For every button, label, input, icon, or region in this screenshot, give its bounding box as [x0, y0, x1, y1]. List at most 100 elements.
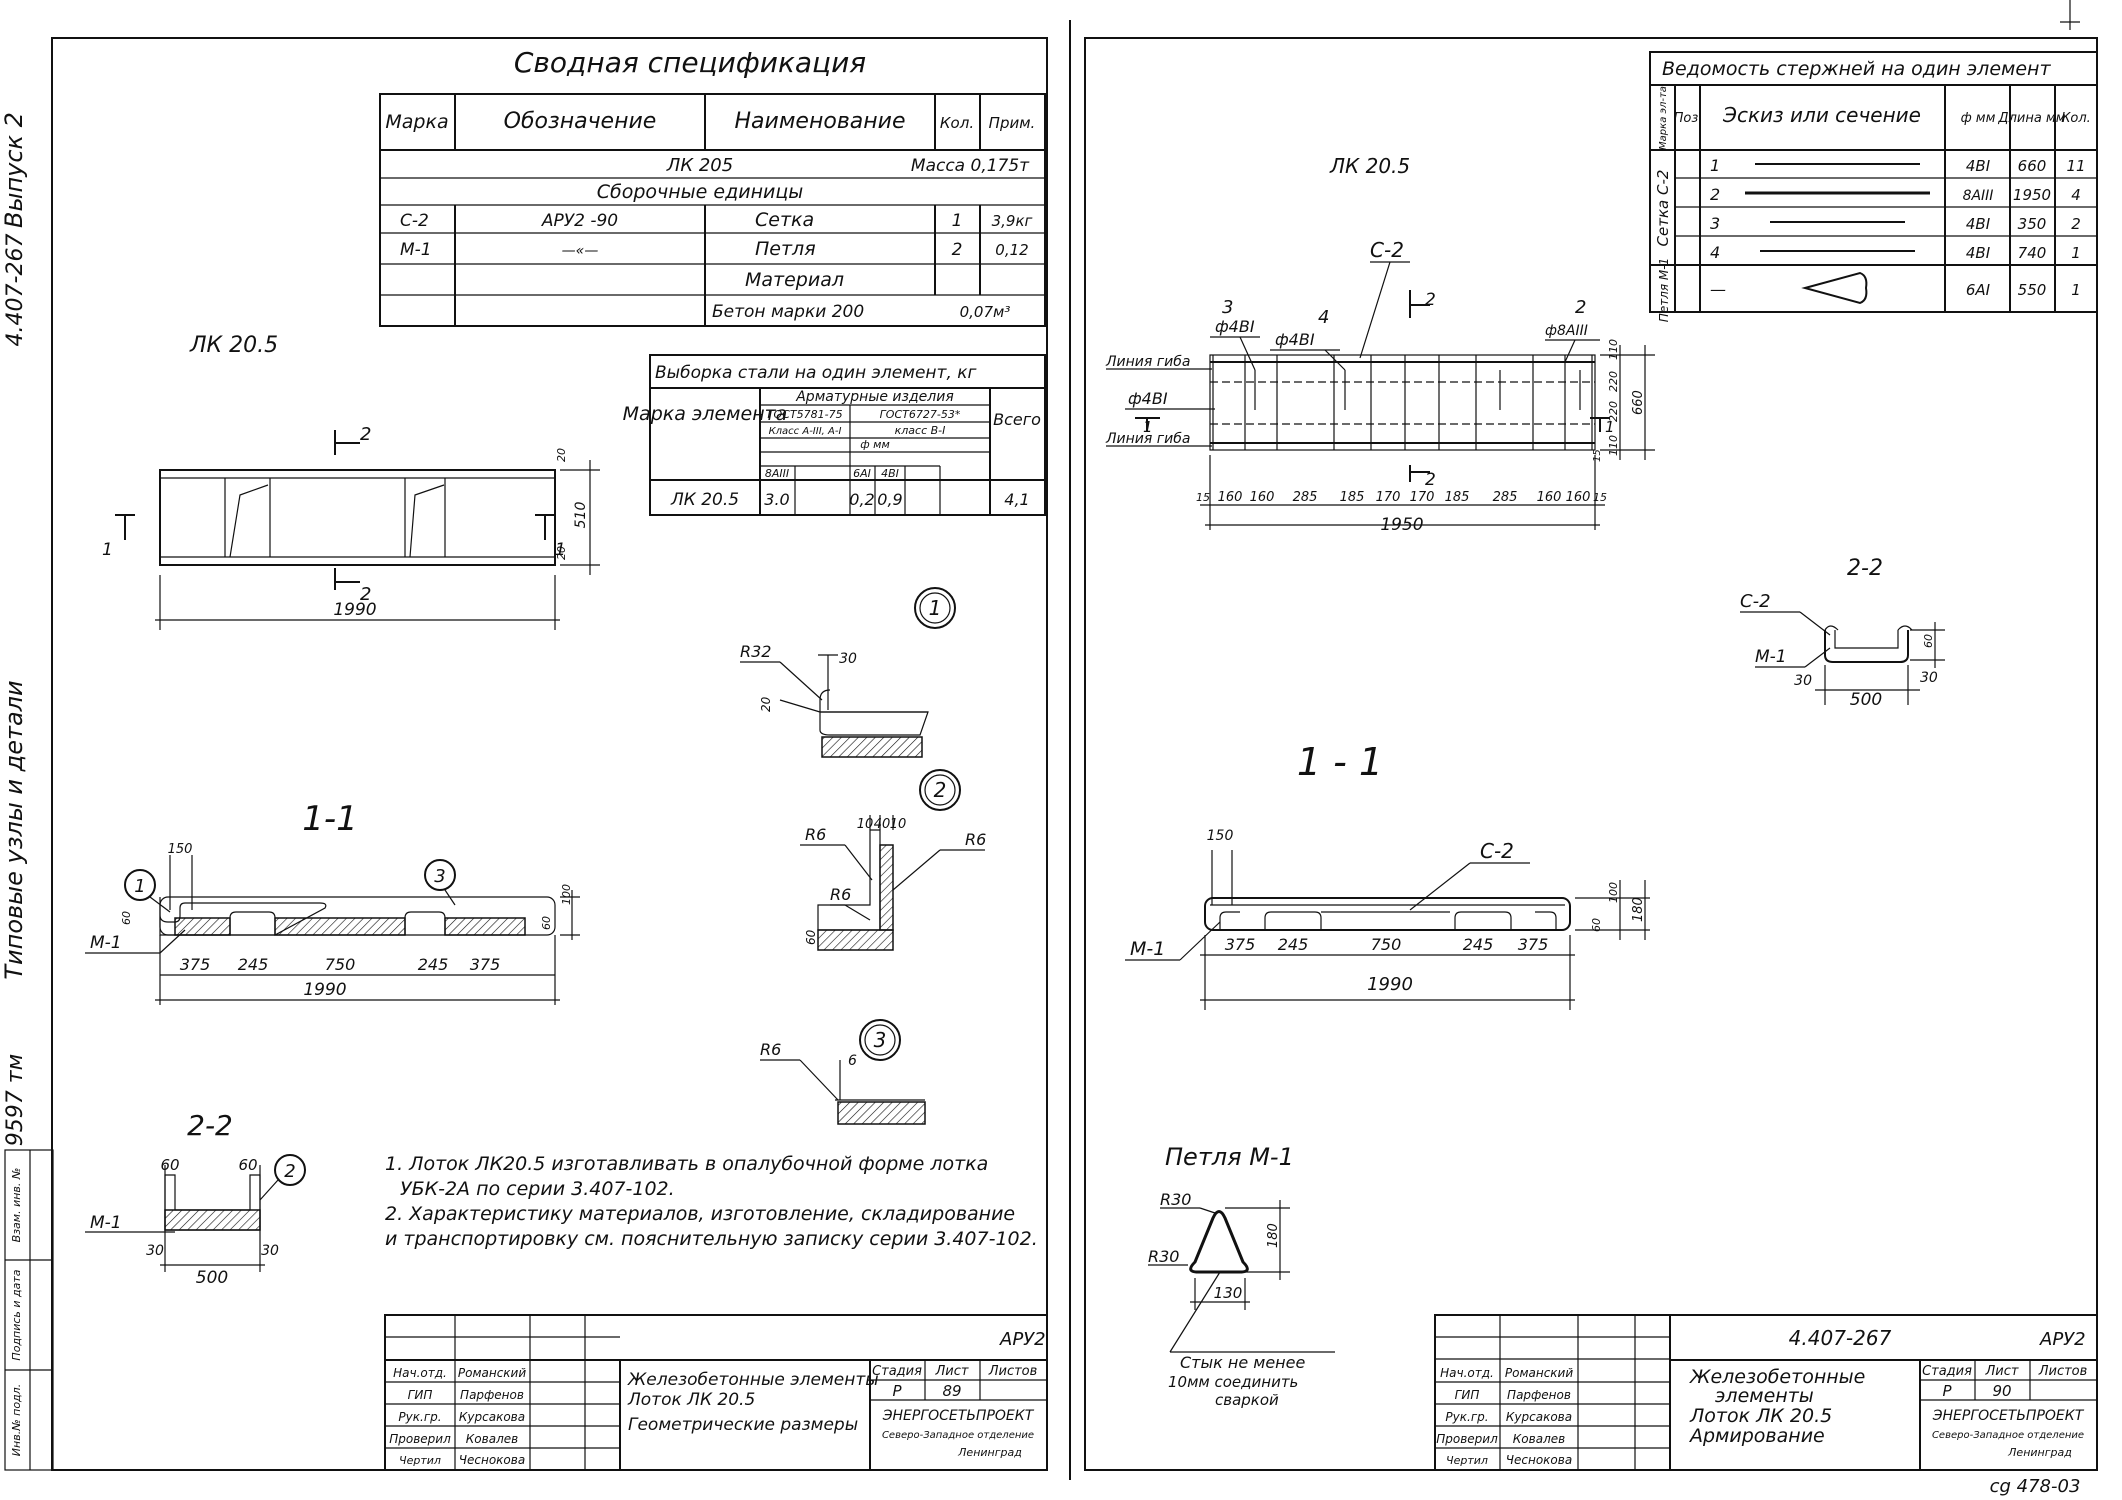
mesh-dim-b: 285: [1293, 490, 1318, 505]
right-stamp-stage-h: Стадия: [1922, 1364, 1972, 1379]
margin-subject: Типовые узлы и детали: [0, 680, 28, 979]
mesh-pos-3: 3: [1222, 297, 1233, 318]
right-stamp-role-1: Нач.отд.: [1440, 1366, 1494, 1380]
mesh-dia-1: ф4ВI: [1128, 389, 1168, 408]
steel-gost1: ГОСТ5781-75: [767, 408, 842, 421]
detail-2-r6b: R6: [965, 830, 986, 849]
left-stamp-person-4: Ковалев: [466, 1432, 518, 1446]
mesh-bend-2: Линия гиба: [1105, 431, 1190, 447]
sec11-total: 1990: [303, 980, 346, 1000]
steel-row-mark: ЛК 20.5: [670, 490, 739, 510]
mesh-dim-r: 220: [1607, 371, 1620, 392]
rsec11-title: 1 - 1: [1297, 740, 1383, 784]
detail-1-number: 1: [929, 596, 942, 620]
sec22-dim-30a: 30: [146, 1243, 164, 1259]
bars-h-dia: ф мм: [1961, 111, 1996, 126]
mesh-total: 1950: [1380, 515, 1423, 535]
sec11-dim-60: 60: [120, 911, 133, 925]
steel-table: Выборка стали на один элемент, кг Марка …: [623, 354, 1046, 516]
spec-cell: М-1: [400, 240, 432, 260]
sec22-dim-500: 500: [196, 1268, 228, 1288]
sec11-dim: 375: [470, 955, 501, 974]
bars-group-mesh: Сетка С-2: [1654, 170, 1672, 247]
right-stamp-person-4: Ковалев: [1513, 1432, 1565, 1446]
loop-note-1: Стык не менее: [1180, 1353, 1305, 1372]
mesh-cut-2-top: 2: [1425, 290, 1436, 310]
left-stamp-org-2: Северо-Западное отделение: [882, 1430, 1034, 1441]
detail-2-d60: 60: [804, 929, 818, 945]
mesh-dim-r-15: 15: [1592, 449, 1603, 462]
sec11-dim-150: 150: [168, 842, 193, 857]
mesh-dia-3: ф4ВI: [1215, 317, 1255, 336]
plan-d2: 20: [555, 546, 568, 560]
mesh-dim-b: 185: [1445, 490, 1470, 505]
spec-h-qty: Кол.: [940, 114, 974, 132]
loop-dim-180: 180: [1266, 1223, 1281, 1248]
rsec22-dim-500: 500: [1850, 690, 1882, 710]
sec11-dim: 750: [325, 955, 356, 974]
bars-cell: 6АI: [1966, 281, 1991, 299]
bars-cell: 2: [2071, 215, 2081, 233]
left-stamp-role-1: Нач.отд.: [393, 1366, 447, 1380]
mesh-title: ЛК 20.5: [1329, 154, 1410, 178]
loop-r30-top: R30: [1160, 1190, 1191, 1209]
margin-stamp-label-1: Инв.№ подл.: [10, 1384, 23, 1456]
note-line-2: УБК-2А по серии 3.407-102.: [400, 1178, 675, 1200]
steel-row-total: 4,1: [1004, 490, 1029, 509]
rsec11-dim: 750: [1371, 935, 1402, 954]
left-stamp-title-2: Лоток ЛК 20.5: [627, 1390, 755, 1410]
mesh-cut-1-right: 1: [1605, 418, 1615, 436]
bars-h-mark: Марка эл-та: [1658, 86, 1669, 150]
spec-title: Сводная спецификация: [514, 46, 866, 79]
bars-h-pos: Поз.: [1674, 111, 1703, 126]
sec22-dim-30b: 30: [261, 1243, 279, 1259]
spec-concrete-vol: 0,07м³: [960, 303, 1011, 321]
left-stamp-role-2: ГИП: [408, 1388, 433, 1402]
right-stamp-sheet-v: 90: [1992, 1382, 2011, 1400]
rsec11-dim-100: 100: [1607, 882, 1620, 903]
plan-width: 510: [573, 502, 589, 529]
spec-cell: С-2: [400, 211, 429, 231]
right-stamp-person-5: Чеснокова: [1506, 1453, 1572, 1467]
mesh-dim-r: 110: [1607, 435, 1620, 456]
bars-cell: 4ВI: [1966, 157, 1991, 175]
bars-h-sketch: Эскиз или сечение: [1722, 103, 1921, 127]
bars-cell: 3: [1710, 214, 1720, 233]
spec-cell: АРУ2 -90: [541, 211, 618, 231]
bars-cell: 1: [1710, 156, 1720, 175]
mesh-dim-b: 160: [1566, 490, 1591, 505]
rsec22-dim-30b: 30: [1920, 670, 1938, 686]
detail-3: 3 R6 6: [760, 1019, 926, 1125]
plan-view: ЛК 20.5 2 2 1 1 1990 510 20 20: [102, 333, 600, 630]
right-stamp-sheets-h: Листов: [2038, 1364, 2088, 1379]
bars-cell: 4ВI: [1966, 244, 1991, 262]
left-stamp-sheet-v: 89: [942, 1382, 961, 1400]
spec-row-2: М-1 —«— Петля 2 0,12: [400, 238, 1029, 260]
mesh-bend-1: Линия гиба: [1105, 354, 1190, 370]
note-line-3: 2. Характеристику материалов, изготовлен…: [385, 1203, 1015, 1225]
bars-cell: 11: [2066, 157, 2085, 175]
sec22-dim-60a: 60: [160, 1156, 179, 1174]
spec-cell: 2: [952, 240, 963, 260]
sec22-title: 2-2: [187, 1109, 233, 1142]
spec-element: ЛК 205: [666, 155, 733, 176]
spec-h-designation: Обозначение: [504, 109, 657, 134]
right-stamp-title-4: Армирование: [1688, 1425, 1825, 1447]
detail-2-d3: 10: [890, 817, 907, 832]
mesh-dim-b: 15: [1593, 491, 1607, 504]
detail-1-r32: R32: [740, 642, 771, 661]
left-stamp-person-1: Романский: [458, 1366, 526, 1380]
steel-sub-2: 6АI: [853, 467, 871, 480]
steel-group: Арматурные изделия: [795, 389, 954, 405]
bars-row-2: 2 8АIII 1950 4: [1710, 185, 2081, 204]
steel-gost2: ГОСТ6727-53*: [880, 408, 961, 421]
bars-cell: —: [1710, 280, 1726, 299]
mesh-dia-4: ф4ВI: [1275, 330, 1315, 349]
section-2-2-left: 2-2 60 60 30 30 500 М-1 2: [85, 1109, 306, 1288]
right-stamp-doc: 4.407-267: [1789, 1326, 1892, 1350]
rsec22-dim-60: 60: [1922, 634, 1935, 648]
plan-cut-2-bottom: 2: [360, 584, 371, 605]
bars-cell: 1: [2071, 244, 2081, 262]
right-stamp-org-3: Ленинград: [2007, 1446, 2072, 1459]
mesh-dim-b: 170: [1376, 490, 1401, 505]
